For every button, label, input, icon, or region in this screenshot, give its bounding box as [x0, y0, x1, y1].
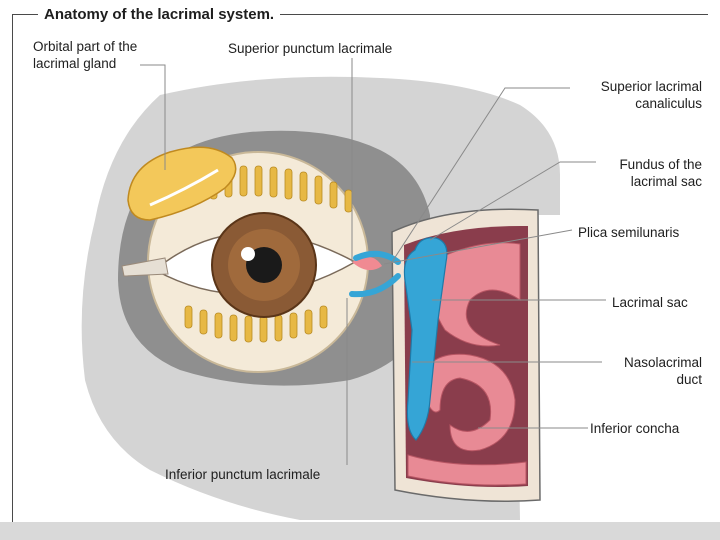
label-lacrimal-gland-line2: lacrimal gland — [33, 56, 117, 71]
label-lacrimal-sac: Lacrimal sac — [612, 295, 688, 310]
label-fundus-line2: lacrimal sac — [630, 174, 702, 189]
lower-lid-glands — [184, 305, 328, 343]
label-inferior-punctum: Inferior punctum lacrimale — [165, 467, 321, 482]
label-superior-canaliculus-line2: canaliculus — [635, 96, 702, 111]
lacrimal-canaliculi — [349, 250, 401, 298]
eye-highlight — [241, 247, 255, 261]
pupil — [246, 247, 282, 283]
inferior-concha-shape — [419, 353, 516, 452]
nasal-floor — [407, 454, 527, 486]
middle-concha — [431, 242, 521, 347]
label-superior-canaliculus-line1: Superior lacrimal — [600, 79, 702, 94]
frame-top-rule — [12, 14, 708, 15]
label-superior-punctum: Superior punctum lacrimale — [228, 41, 393, 56]
label-fundus: Fundus of the lacrimal sac — [560, 156, 702, 190]
frame-left-rule — [12, 14, 13, 522]
label-nasolacrimal-duct-line2: duct — [676, 372, 702, 387]
lacrimal-system-illustration — [81, 58, 606, 521]
leader-lines — [140, 58, 606, 465]
footer-bar — [0, 522, 720, 540]
lateral-canthus — [121, 257, 169, 277]
label-superior-canaliculus: Superior lacrimal canaliculus — [560, 78, 702, 112]
label-plica-semilunaris: Plica semilunaris — [578, 225, 680, 240]
figure-title: Anatomy of the lacrimal system. — [38, 6, 281, 23]
label-lacrimal-gland-line1: Orbital part of the — [33, 39, 138, 54]
label-nasolacrimal-duct-line1: Nasolacrimal — [623, 355, 702, 370]
lacrimal-sac-duct — [403, 237, 448, 441]
label-nasolacrimal-duct: Nasolacrimal duct — [560, 354, 702, 388]
label-lacrimal-gland: Orbital part of the lacrimal gland — [33, 38, 137, 72]
label-inferior-concha: Inferior concha — [590, 421, 680, 436]
lacrimal-gland-highlight — [149, 168, 219, 207]
label-fundus-line1: Fundus of the — [619, 157, 702, 172]
plica-shape — [352, 256, 382, 271]
